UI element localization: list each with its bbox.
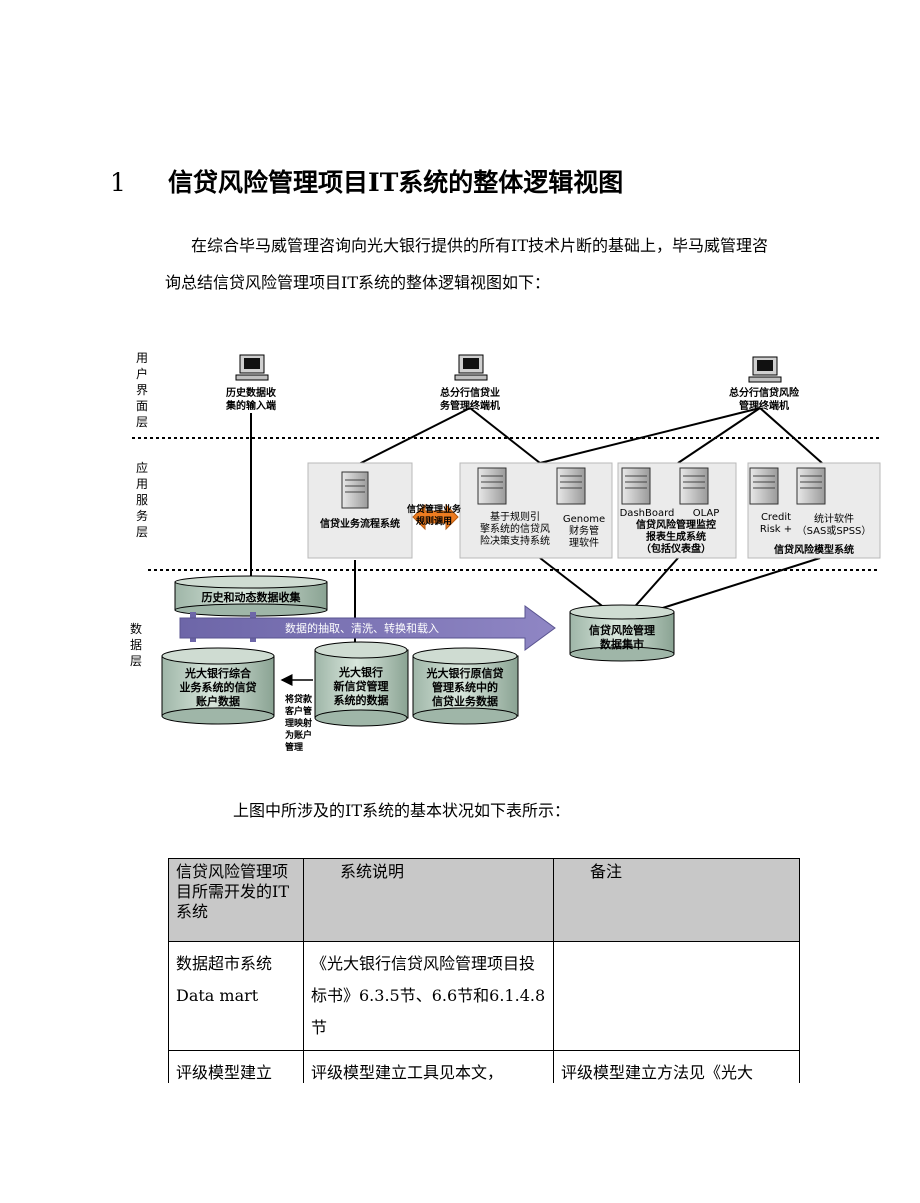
server-icon: [749, 467, 779, 505]
terminal-label: 务管理终端机: [440, 399, 500, 412]
svg-text:据: 据: [130, 638, 142, 652]
svg-text:应: 应: [136, 460, 148, 475]
terminal-business: 总分行信贷业 务管理终端机: [440, 354, 500, 412]
svg-text:层: 层: [136, 415, 148, 429]
db-label: 光大银行综合: [184, 666, 252, 680]
app-label-model: 信贷风险模型系统: [774, 543, 854, 556]
intro-paragraph: 在综合毕马威管理咨询向光大银行提供的所有IT技术片断的基础上，毕马威管理咨询总结…: [165, 236, 768, 292]
server-icon: [341, 471, 369, 509]
svg-text:层: 层: [136, 525, 148, 539]
app-label-olap: OLAP: [693, 508, 720, 519]
svg-text:管理: 管理: [285, 741, 303, 753]
db-label: 历史和动态数据收集: [202, 590, 302, 604]
app-label-flow: 信贷业务流程系统: [320, 517, 400, 530]
etl-arrow: 数据的抽取、清洗、转换和载入: [179, 605, 556, 651]
svg-text:户: 户: [136, 366, 148, 381]
svg-text:界: 界: [136, 383, 148, 397]
db-history: 历史和动态数据收集: [174, 575, 328, 617]
server-icon: [556, 467, 586, 505]
table-header-cell: 信贷风险管理项目所需开发的IT系统: [168, 858, 304, 942]
app-label-monitor: 信贷风险管理监控: [636, 518, 716, 531]
terminal-label: 集的输入端: [225, 399, 276, 412]
app-label-rules: 擎系统的信贷风: [480, 522, 550, 535]
etl-label: 数据的抽取、清洗、转换和载入: [285, 621, 439, 635]
db-label: 新信贷管理: [334, 679, 389, 693]
app-label-genome: 财务管: [569, 524, 599, 537]
computer-icon: [748, 356, 782, 383]
double-arrow-icon: [412, 503, 459, 531]
app-label-credit: Credit: [761, 512, 791, 523]
svg-text:服: 服: [136, 493, 148, 507]
db-label: 账户数据: [196, 694, 240, 708]
terminal-label: 总分行信贷风险: [729, 386, 800, 399]
svg-text:数: 数: [130, 621, 142, 636]
server-icon: [679, 467, 709, 505]
db-label: 信贷业务数据: [432, 694, 498, 708]
page-cutoff: [160, 1083, 820, 1203]
app-label-rules: 险决策支持系统: [480, 534, 550, 547]
section-title: 信贷风险管理项目IT系统的整体逻辑视图: [168, 168, 624, 197]
section-heading: 1 信贷风险管理项目IT系统的整体逻辑视图: [110, 163, 623, 199]
server-icon: [796, 467, 826, 505]
db-new-credit-data: 光大银行 新信贷管理 系统的数据: [314, 641, 409, 727]
app-label-genome: Genome: [563, 514, 605, 525]
layer-label-data: 数据层: [130, 621, 142, 668]
terminal-risk: 总分行信贷风险 管理终端机: [729, 356, 800, 412]
terminal-label: 管理终端机: [739, 399, 789, 412]
db-account-data: 光大银行综合 业务系统的信贷 账户数据: [161, 647, 275, 725]
db-label: 业务系统的信贷: [180, 680, 257, 694]
db-data-mart: 信贷风险管理 数据集市: [569, 604, 675, 662]
table-cell: 《光大银行信贷风险管理项目投标书》6.3.5节、6.6节和6.1.4.8节: [303, 941, 554, 1051]
table-header-row: 信贷风险管理项目所需开发的IT系统 系统说明 备注: [168, 858, 800, 942]
svg-text:用: 用: [136, 477, 148, 491]
app-label-monitor: 报表生成系统: [646, 530, 706, 543]
svg-text:为账户: 为账户: [285, 729, 312, 741]
call-label: 规则调用: [416, 515, 452, 527]
app-label-stats: 统计软件: [814, 512, 854, 525]
mapping-note: 将贷款 客户管 理映射 为账户 管理: [284, 693, 313, 753]
server-icon: [621, 467, 651, 505]
svg-text:务: 务: [136, 508, 148, 523]
table-cell: [553, 941, 800, 1051]
db-label: 管理系统中的: [432, 680, 498, 694]
svg-text:将贷款: 将贷款: [285, 693, 313, 705]
app-label-dashboard: DashBoard: [620, 508, 675, 519]
db-label: 光大银行原信贷: [426, 666, 504, 680]
db-old-credit-data: 光大银行原信贷 管理系统中的 信贷业务数据: [412, 647, 519, 725]
app-label-monitor: （包括仪表盘）: [641, 542, 711, 555]
app-label-genome: 理软件: [569, 536, 599, 549]
table-caption: 上图中所涉及的IT系统的基本状况如下表所示：: [233, 801, 570, 820]
svg-text:面: 面: [136, 399, 148, 413]
terminal-history-input: 历史数据收 集的输入端: [225, 354, 276, 412]
call-label: 信贷管理业务: [407, 503, 462, 515]
app-label-rules: 基于规则引: [490, 510, 540, 523]
svg-text:层: 层: [130, 654, 142, 668]
computer-icon: [454, 354, 488, 381]
db-label: 数据集市: [600, 637, 644, 651]
app-label-stats: （SAS或SPSS）: [797, 525, 872, 537]
db-label: 光大银行: [338, 665, 383, 679]
section-number: 1: [110, 168, 126, 197]
computer-icon: [235, 354, 269, 381]
terminal-label: 总分行信贷业: [440, 386, 500, 399]
table-header-cell: 备注: [553, 858, 800, 942]
db-label: 系统的数据: [334, 693, 389, 707]
server-icon: [477, 467, 507, 505]
terminal-label: 历史数据收: [226, 386, 276, 399]
table-header-cell: 系统说明: [303, 858, 554, 942]
svg-text:理映射: 理映射: [285, 717, 312, 729]
svg-text:用: 用: [136, 351, 148, 365]
db-label: 信贷风险管理: [589, 623, 655, 637]
connection-lines: [250, 407, 823, 650]
app-label-credit: Risk +: [760, 524, 792, 535]
svg-text:客户管: 客户管: [284, 705, 312, 717]
